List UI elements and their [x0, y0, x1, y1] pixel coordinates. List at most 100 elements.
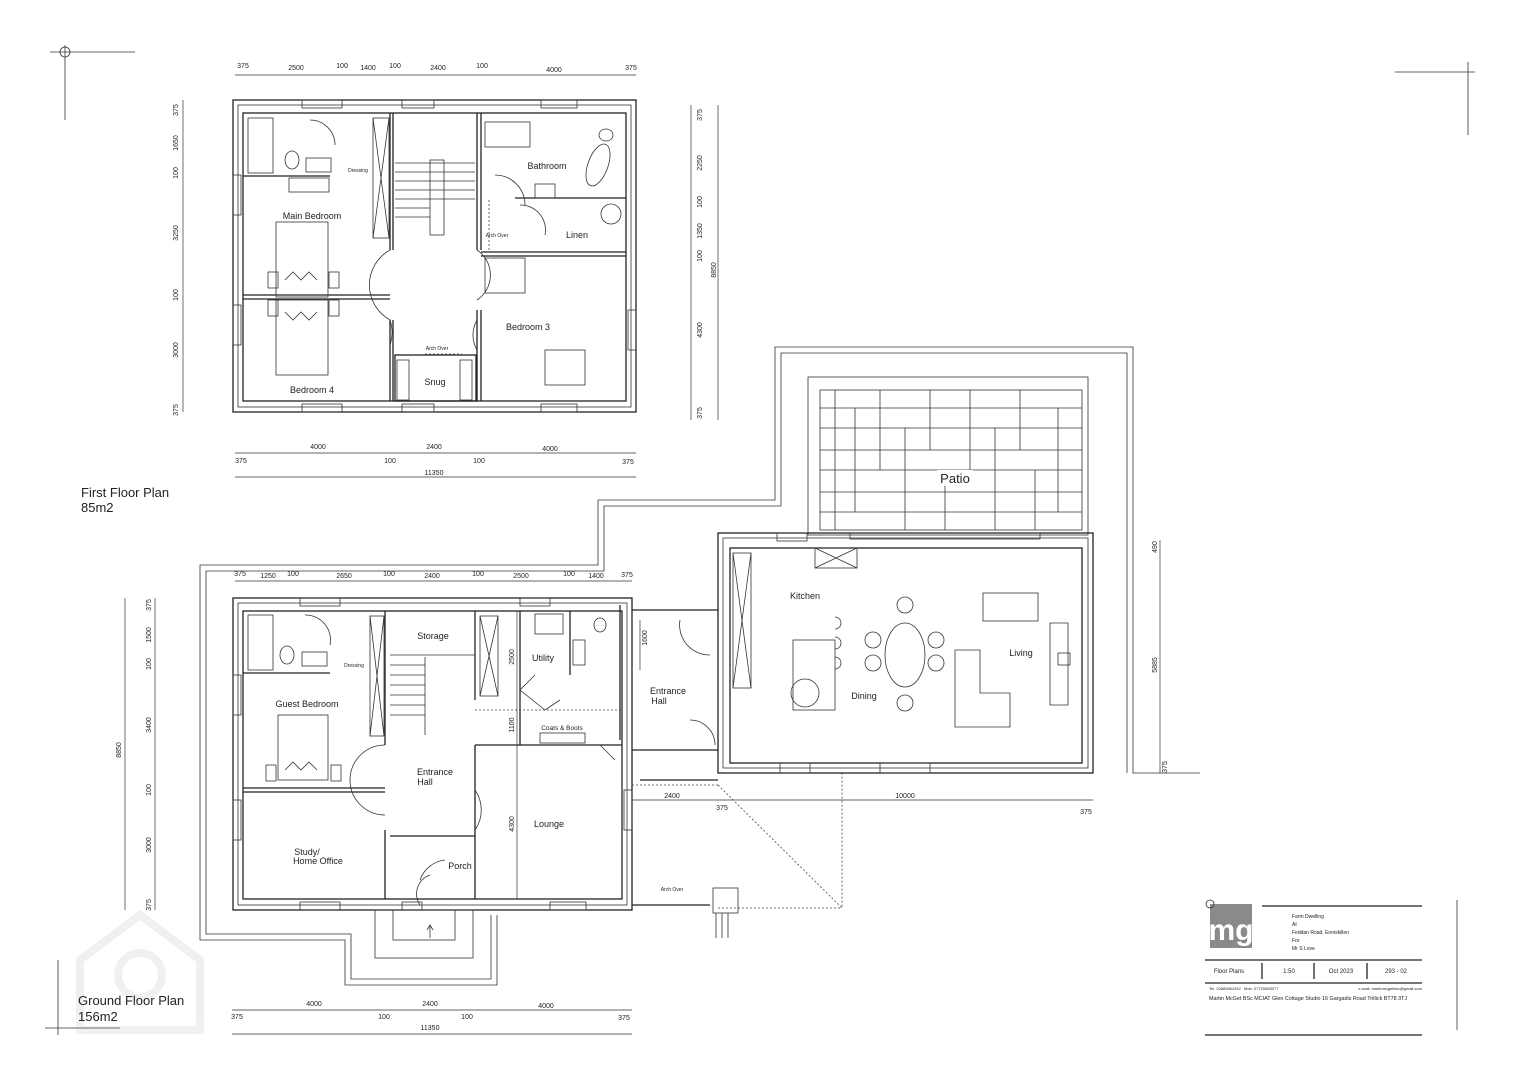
- dimension: 100: [697, 250, 704, 262]
- dimension: 100: [472, 571, 484, 578]
- room-label-utility: Utility: [532, 653, 554, 663]
- dimension: 100: [378, 1014, 390, 1021]
- dimension: 375: [621, 572, 633, 579]
- dimension: 100: [389, 63, 401, 70]
- dimension: 2400: [424, 573, 440, 580]
- room-label-storage: Storage: [417, 631, 449, 641]
- dimension: 100: [146, 658, 153, 670]
- dimension: 1400: [360, 65, 376, 72]
- dimension: 1400: [588, 573, 604, 580]
- dimension: 2400: [664, 793, 680, 800]
- dimension: 100: [473, 458, 485, 465]
- patio-tiles: [820, 390, 1082, 530]
- contact-email: e-mail: martinmcgetbsc@gmail.com: [1358, 986, 1422, 991]
- dimension: 100: [476, 63, 488, 70]
- dimension: 375: [146, 599, 153, 611]
- room-label-porch: Porch: [448, 861, 472, 871]
- dimension: 2400: [426, 444, 442, 451]
- dimension: 100: [384, 458, 396, 465]
- dimension: 4000: [546, 67, 562, 74]
- dimension: 100: [563, 571, 575, 578]
- first-floor-bottom-dimensions: 4000 2400 4000 375 100 100 375 11350: [235, 444, 634, 477]
- dimension: 2400: [422, 1001, 438, 1008]
- room-label-dining: Dining: [851, 691, 877, 701]
- dimension: 375: [231, 1014, 243, 1021]
- project-line: Farm Dwelling: [1292, 914, 1324, 920]
- dimension: 100: [383, 571, 395, 578]
- architect-address: Martin McGet BSc MCIAT Glen Cottage Stud…: [1209, 996, 1407, 1002]
- dimension: 100: [146, 784, 153, 796]
- dimension: 4300: [697, 322, 704, 338]
- room-label-entrance-hall-2: Hall: [651, 696, 667, 706]
- patio-paving: [819, 389, 1083, 531]
- room-label-dressing: Dressing: [344, 663, 364, 669]
- arch-over-label: Arch Over: [426, 346, 449, 352]
- first-floor-top-dimensions: 375 2500 100 1400 100 2400 100 4000 375: [237, 63, 637, 74]
- total-depth-dimension: 8850: [116, 742, 123, 758]
- ground-floor-title: Ground Floor Plan: [78, 993, 184, 1008]
- dimension: 2500: [513, 573, 529, 580]
- room-label-coats-boots: Coats & Boots: [541, 725, 583, 732]
- room-label-bedroom-4: Bedroom 4: [290, 385, 334, 395]
- dimension: 490: [1152, 541, 1159, 553]
- total-width-dimension: 11350: [421, 1025, 440, 1032]
- dimension: 100: [173, 289, 180, 301]
- drawing-date: Oct 2023: [1329, 969, 1354, 975]
- architect-logo: [1210, 904, 1252, 948]
- first-floor-title: First Floor Plan: [81, 485, 169, 500]
- dimension: 375: [173, 404, 180, 416]
- dimension: 1350: [697, 223, 704, 239]
- dimension: 375: [697, 407, 704, 419]
- dimension: 100: [697, 196, 704, 208]
- room-label-study: Study/: [294, 847, 320, 857]
- dimension: 10000: [895, 793, 915, 800]
- dimension: 375: [235, 458, 247, 465]
- watermark-logo: [76, 910, 204, 1034]
- dimension: 100: [173, 167, 180, 179]
- dimension: 1500: [146, 627, 153, 643]
- total-depth-dimension: 8850: [711, 262, 718, 278]
- dimension: 1600: [642, 630, 649, 646]
- ground-floor-plan: Storage Dressing Utility Guest Bedroom C…: [78, 346, 1200, 1035]
- dimension: 375: [625, 65, 637, 72]
- dimension: 1650: [173, 135, 180, 151]
- logo-text: mg: [1209, 914, 1254, 947]
- dimension: 375: [1162, 761, 1169, 773]
- room-label-main-bedroom: Main Bedroom: [283, 211, 342, 221]
- room-label-snug: Snug: [424, 377, 445, 387]
- project-line: Feddan Road, Enniskillen: [1292, 930, 1349, 936]
- dimension: 3000: [173, 342, 180, 358]
- dimension: 375: [1080, 809, 1092, 816]
- dimension: 2650: [336, 573, 352, 580]
- contact-tel: Tel. 02889561942: [1209, 986, 1242, 991]
- first-floor-plan: Main Bedroom Dressing Bathroom Linen Arc…: [81, 63, 719, 515]
- dimension: 375: [146, 899, 153, 911]
- dimension: 375: [697, 109, 704, 121]
- room-label-entrance-hall: Entrance: [417, 767, 453, 777]
- project-line: At: [1292, 922, 1297, 928]
- dimension: 375: [618, 1015, 630, 1022]
- dimension: 4000: [542, 446, 558, 453]
- dimension: 4000: [538, 1003, 554, 1010]
- dimension: 375: [173, 104, 180, 116]
- dimension: 375: [234, 571, 246, 578]
- dimension: 1100: [509, 717, 516, 732]
- drawing-title: Floor Plans: [1214, 969, 1244, 975]
- first-floor-left-dimensions: 375 1650 100 3250 100 3000 375: [173, 104, 180, 416]
- ground-floor-left-dimensions: 375 1500 100 3400 100 3000 375 8850: [116, 599, 153, 911]
- room-label-entrance-hall-2: Entrance: [650, 686, 686, 696]
- room-label-lounge: Lounge: [534, 819, 564, 829]
- arch-over-label: Arch Over: [661, 887, 684, 893]
- dimension: 100: [461, 1014, 473, 1021]
- dimension: 4000: [306, 1001, 322, 1008]
- dimension: 375: [716, 805, 728, 812]
- title-block: mg Farm Dwelling At Feddan Road, Enniski…: [1205, 899, 1423, 1036]
- room-label-bedroom-3: Bedroom 3: [506, 322, 550, 332]
- ground-floor-top-dimensions: 375 1250 100 2650 100 2400 100 2500 100 …: [234, 571, 633, 580]
- room-label-entrance-hall: Hall: [417, 777, 433, 787]
- room-label-bathroom: Bathroom: [527, 161, 566, 171]
- dimension: 2500: [288, 65, 304, 72]
- dimension: 1250: [260, 573, 276, 580]
- dimension: 100: [336, 63, 348, 70]
